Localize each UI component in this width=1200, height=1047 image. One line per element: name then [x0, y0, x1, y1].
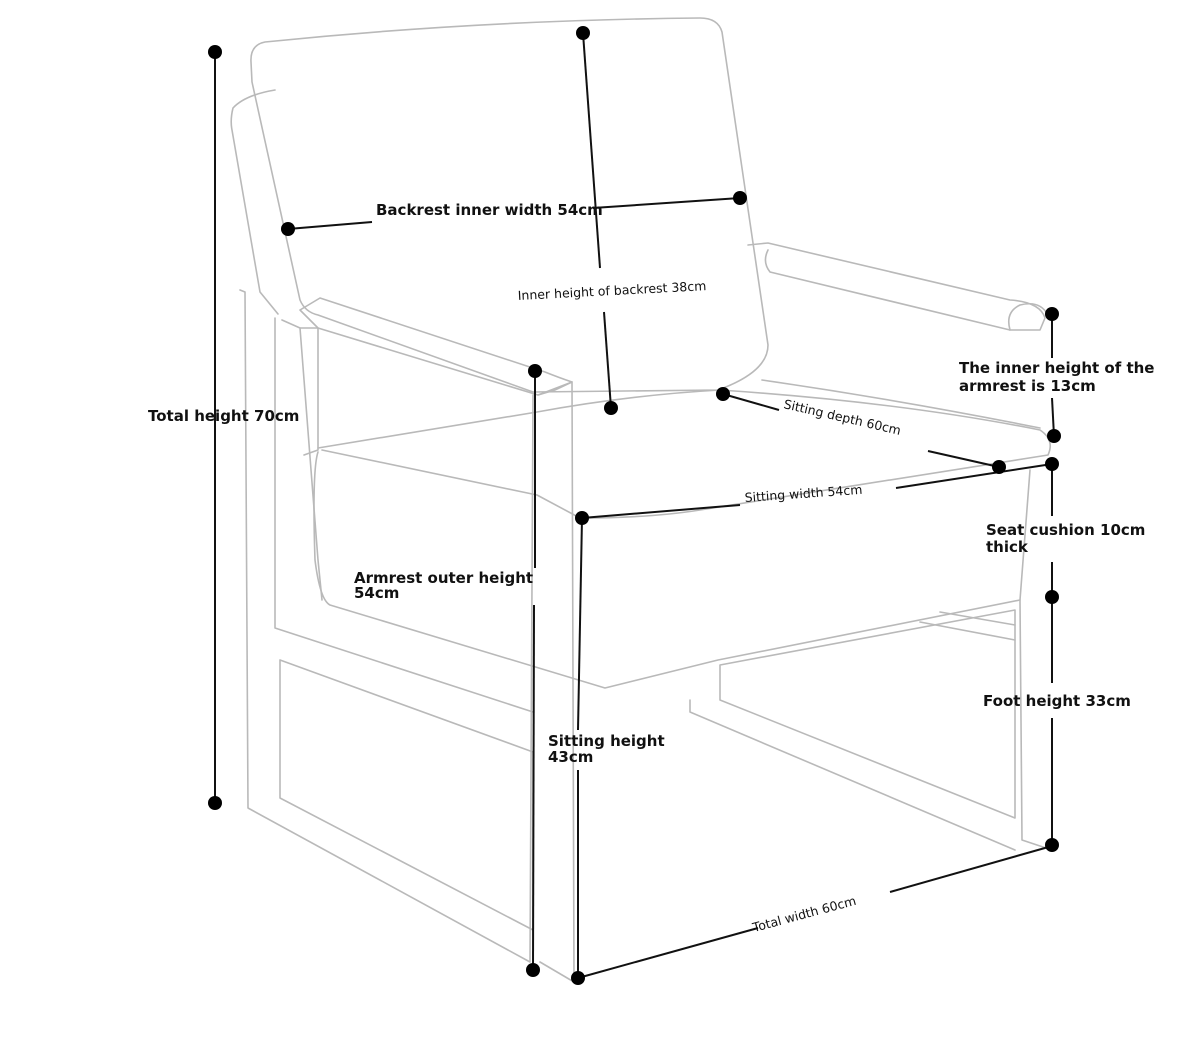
- left-armrest-inner-panel: [299, 327, 319, 456]
- armrest-inner-height-label-line2: armrest is 13cm: [959, 377, 1096, 395]
- total-height-label: Total height 70cm: [148, 407, 299, 425]
- right-armrest-top: [747, 242, 1046, 331]
- left-frame-outer: [239, 289, 534, 963]
- sitting-height-label-line2: 43cm: [548, 748, 593, 766]
- total-height-dot-bottom: [208, 796, 222, 810]
- backrest-inner-width-label: Backrest inner width 54cm: [376, 201, 603, 219]
- foot-height-label: Foot height 33cm: [983, 692, 1131, 710]
- total-width-label: Total width 60cm: [750, 893, 858, 935]
- right-armrest-pad: [761, 379, 1041, 429]
- right-frame-inner: [719, 609, 1016, 819]
- backrest-height-dot-top: [576, 26, 590, 40]
- right-frame-back: [1019, 599, 1047, 849]
- sitting-height-label-line1: Sitting height: [548, 732, 665, 750]
- front-armrest-leg: [537, 381, 575, 983]
- seat-cushion-label-line2: thick: [986, 538, 1029, 556]
- sitting-width-dot-right: [1045, 457, 1059, 471]
- sitting-depth-dot-right: [992, 460, 1006, 474]
- dimension-labels: Total height 70cm Backrest inner width 5…: [148, 201, 1154, 935]
- right-frame-bottom: [689, 699, 1016, 851]
- backrest-width-line-right: [592, 197, 741, 209]
- backrest-height-dot-bottom: [604, 401, 618, 415]
- left-frame-inner-top: [274, 317, 534, 713]
- backrest-width-dot-right: [733, 191, 747, 205]
- left-armrest-back-pad: [281, 319, 323, 601]
- backrest-width-dot-left: [281, 222, 295, 236]
- armrest-inner-dot-bottom: [1047, 429, 1061, 443]
- armrest-outer-line-bottom: [532, 604, 535, 971]
- sitting-height-line-top: [577, 517, 583, 731]
- total-height-dot-top: [208, 45, 222, 59]
- armrest-inner-dot-top: [1045, 307, 1059, 321]
- total-width-dot-left: [571, 971, 585, 985]
- armrest-outer-dot-top: [528, 364, 542, 378]
- backrest-width-line-left: [287, 221, 373, 230]
- total-width-line-right: [889, 845, 1053, 893]
- sitting-depth-dot-left: [716, 387, 730, 401]
- foot-height-dot-bottom: [1045, 838, 1059, 852]
- seat-cushion-label-line1: Seat cushion 10cm: [986, 521, 1145, 539]
- left-armrest-top: [299, 297, 573, 396]
- rear-rail: [919, 611, 1016, 641]
- armrest-outer-height-label-line1: Armrest outer height: [354, 569, 533, 587]
- backrest-inner-height-label: Inner height of backrest 38cm: [517, 278, 706, 303]
- total-width-line-left: [577, 927, 759, 979]
- chair-outline: [230, 17, 1051, 983]
- backrest-height-line-top: [582, 32, 601, 269]
- backrest-frame-left: [230, 89, 279, 315]
- left-frame-inner-bottom: [279, 659, 534, 931]
- dimension-lines: [214, 32, 1055, 979]
- sitting-width-label: Sitting width 54cm: [744, 482, 863, 505]
- armrest-outer-dot-bottom: [526, 963, 540, 977]
- seat-cushion-front: [313, 451, 1031, 689]
- sitting-width-line-left: [581, 504, 741, 519]
- backrest-cushion: [250, 17, 769, 393]
- right-armrest-cap: [1007, 302, 1049, 331]
- armrest-outer-height-label-line2: 54cm: [354, 584, 399, 602]
- backrest-height-line-bottom: [603, 311, 612, 409]
- seat-cushion: [317, 389, 1051, 519]
- sitting-width-line-right: [895, 463, 1053, 489]
- sitting-depth-line-right: [927, 450, 1000, 468]
- sitting-depth-line-left: [722, 393, 780, 411]
- dimension-dots: [208, 26, 1061, 985]
- armrest-inner-height-label-line1: The inner height of the: [959, 359, 1154, 377]
- sitting-depth-label: Sitting depth 60cm: [782, 396, 902, 438]
- foot-height-dot-top: [1045, 590, 1059, 604]
- sitting-width-dot-left: [575, 511, 589, 525]
